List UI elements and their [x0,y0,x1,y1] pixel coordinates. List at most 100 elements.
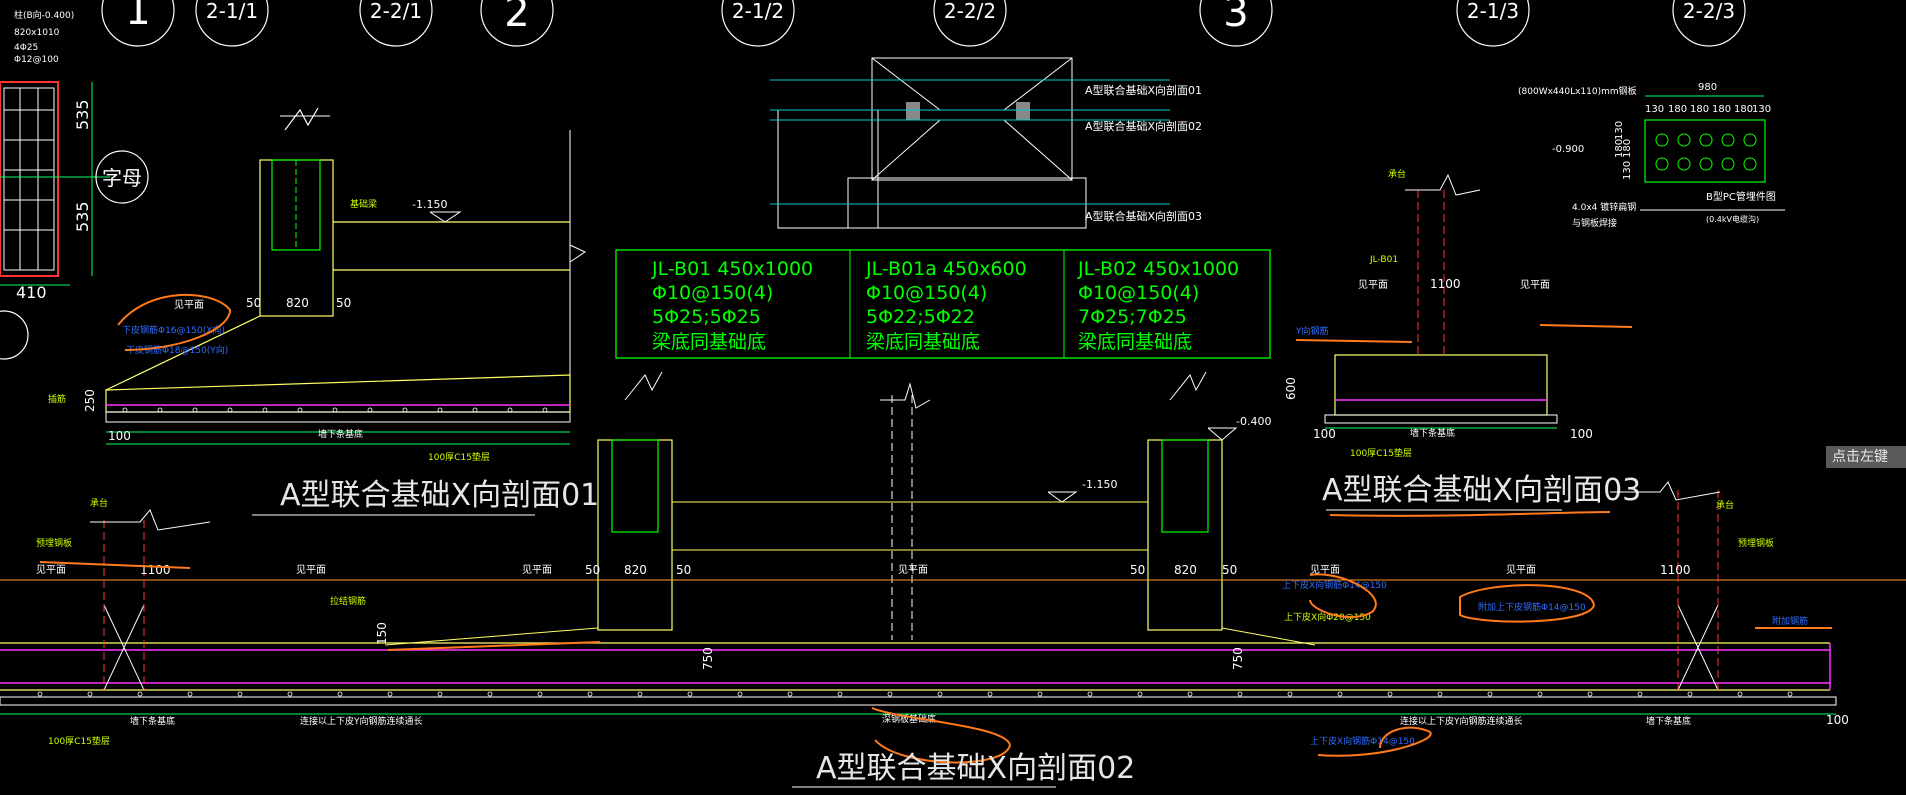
svg-text:A型联合基础X向剖面03: A型联合基础X向剖面03 [1322,473,1641,508]
svg-text:承台: 承台 [90,497,108,509]
svg-text:见平面: 见平面 [1358,279,1388,291]
svg-text:A型联合基础X向剖面03: A型联合基础X向剖面03 [1085,209,1202,223]
svg-text:-1.150: -1.150 [1082,478,1117,491]
svg-text:上下皮X向钢筋Φ14@150: 上下皮X向钢筋Φ14@150 [1310,735,1415,747]
beam-1-note: 梁底同基础底 [652,331,766,353]
beam-3-bars: 7Φ25;7Φ25 [1078,306,1187,328]
svg-text:墙下条基底: 墙下条基底 [318,428,363,440]
svg-text:见平面: 见平面 [1310,564,1340,576]
svg-text:字母: 字母 [102,166,142,190]
svg-text:820: 820 [1174,563,1197,577]
svg-text:2-1/3: 2-1/3 [1467,0,1519,23]
svg-text:下皮钢筋Φ16@150(X向): 下皮钢筋Φ16@150(X向) [122,324,225,336]
svg-text:100厚C15垫层: 100厚C15垫层 [428,451,490,463]
svg-text:2: 2 [504,0,529,36]
svg-text:A型联合基础X向剖面02: A型联合基础X向剖面02 [1085,119,1202,133]
svg-text:B型PC管埋件图: B型PC管埋件图 [1706,190,1776,203]
svg-text:130: 130 [1614,121,1625,140]
svg-text:180: 180 [1712,104,1731,115]
svg-text:见平面: 见平面 [36,564,66,576]
svg-text:墙下条基底: 墙下条基底 [130,715,175,727]
beam-1-name: JL-B01 450x1000 [651,258,813,280]
svg-text:插筋: 插筋 [48,393,66,405]
axis-bubble-2-1-2: 2-1/2 [721,0,795,47]
svg-text:410: 410 [16,283,47,302]
svg-text:100厚C15垫层: 100厚C15垫层 [1350,447,1412,459]
svg-text:2-2/1: 2-2/1 [370,0,422,23]
svg-text:2-2/2: 2-2/2 [944,0,996,23]
svg-text:180: 180 [1668,104,1687,115]
beam-schedule-table: JL-B01 450x1000 Φ10@150(4) 5Φ25;5Φ25 梁底同… [615,249,1271,359]
svg-text:连接以上下皮Y向钢筋连续通长: 连接以上下皮Y向钢筋连续通长 [300,715,423,727]
svg-text:基础梁: 基础梁 [350,198,377,210]
svg-text:上下皮X向Φ20@150: 上下皮X向Φ20@150 [1284,611,1371,623]
svg-text:4.0x4 镀锌扁钢: 4.0x4 镀锌扁钢 [1572,201,1636,213]
embed-detail: 980 130 180 180 180 180 130 130 180 180 … [1518,82,1785,229]
svg-text:柱(B向-0.400): 柱(B向-0.400) [14,9,74,21]
axis-bubble-3: 3 [1199,0,1273,47]
svg-text:见平面: 见平面 [1520,279,1550,291]
svg-text:见平面: 见平面 [522,564,552,576]
svg-text:750: 750 [1231,647,1245,670]
svg-text:1100: 1100 [1660,563,1691,577]
svg-text:下皮钢筋Φ18@150(Y向): 下皮钢筋Φ18@150(Y向) [126,344,228,356]
svg-text:Y向钢筋: Y向钢筋 [1295,325,1329,337]
svg-text:600: 600 [1284,377,1298,400]
beam-2-note: 梁底同基础底 [866,331,980,353]
axis-bubble-2: 2 [480,0,554,47]
svg-text:820: 820 [286,296,309,310]
svg-text:50: 50 [585,563,600,577]
svg-text:535: 535 [73,201,92,232]
svg-text:JL-B01: JL-B01 [1369,255,1398,265]
svg-text:预埋钢板: 预埋钢板 [36,537,72,549]
svg-text:535: 535 [73,99,92,130]
beam-3-note: 梁底同基础底 [1078,331,1192,353]
svg-text:上下皮X向钢筋Φ14@150: 上下皮X向钢筋Φ14@150 [1282,579,1387,591]
beam-3-name: JL-B02 450x1000 [1077,258,1239,280]
axis-bubble-2-1-3: 2-1/3 [1456,0,1530,47]
svg-text:180: 180 [1690,104,1709,115]
svg-text:1100: 1100 [1430,277,1461,291]
svg-text:2-1/1: 2-1/1 [206,0,258,23]
axis-bubble-2-1-1: 2-1/1 [195,0,269,47]
svg-text:100: 100 [1570,427,1593,441]
svg-text:预埋钢板: 预埋钢板 [1738,537,1774,549]
svg-text:Φ12@100: Φ12@100 [14,55,59,65]
svg-text:3: 3 [1223,0,1248,36]
svg-text:附加钢筋: 附加钢筋 [1772,615,1808,627]
beam-2-stirrup: Φ10@150(4) [866,282,987,304]
svg-text:150: 150 [375,622,389,645]
section-01: 50 820 50 100 250 -1.150 见平面 下皮钢筋Φ16@150… [48,107,599,516]
svg-text:180: 180 [1614,139,1625,158]
svg-text:820x1010: 820x1010 [14,28,60,38]
beam-1-bars: 5Φ25;5Φ25 [652,306,761,328]
svg-text:见平面: 见平面 [1506,564,1536,576]
hover-tooltip: 点击左键 [1826,446,1906,468]
svg-text:-0.900: -0.900 [1552,144,1584,155]
axis-bubble-2-2-1: 2-2/1 [359,0,433,47]
column-detail: 柱(B向-0.400) 820x1010 4Φ25 Φ12@100 535 53… [0,9,149,360]
svg-text:250: 250 [83,389,97,412]
svg-text:130: 130 [1622,161,1633,180]
svg-text:墙下条基底: 墙下条基底 [1646,715,1691,727]
beam-2-name: JL-B01a 450x600 [865,258,1027,280]
svg-text:深钢板基础底: 深钢板基础底 [882,713,936,725]
svg-text:见平面: 见平面 [174,299,204,311]
svg-text:820: 820 [624,563,647,577]
svg-text:A型联合基础X向剖面01: A型联合基础X向剖面01 [280,478,599,513]
svg-text:2-2/3: 2-2/3 [1683,0,1735,23]
beam-2-bars: 5Φ22;5Φ22 [866,306,975,328]
svg-text:-0.400: -0.400 [1236,415,1271,428]
svg-text:见平面: 见平面 [296,564,326,576]
axis-bubble-2-2-2: 2-2/2 [933,0,1007,47]
svg-text:2-1/2: 2-1/2 [732,0,784,23]
svg-text:1: 1 [125,0,150,34]
svg-text:4Φ25: 4Φ25 [14,43,38,53]
svg-text:A型联合基础X向剖面02: A型联合基础X向剖面02 [816,751,1135,786]
svg-text:附加上下皮钢筋Φ14@150: 附加上下皮钢筋Φ14@150 [1478,601,1586,613]
svg-text:承台: 承台 [1716,499,1734,511]
svg-text:50: 50 [1222,563,1237,577]
section-02-columns: -1.150 -0.400 [597,371,1271,640]
svg-text:-1.150: -1.150 [412,198,447,211]
